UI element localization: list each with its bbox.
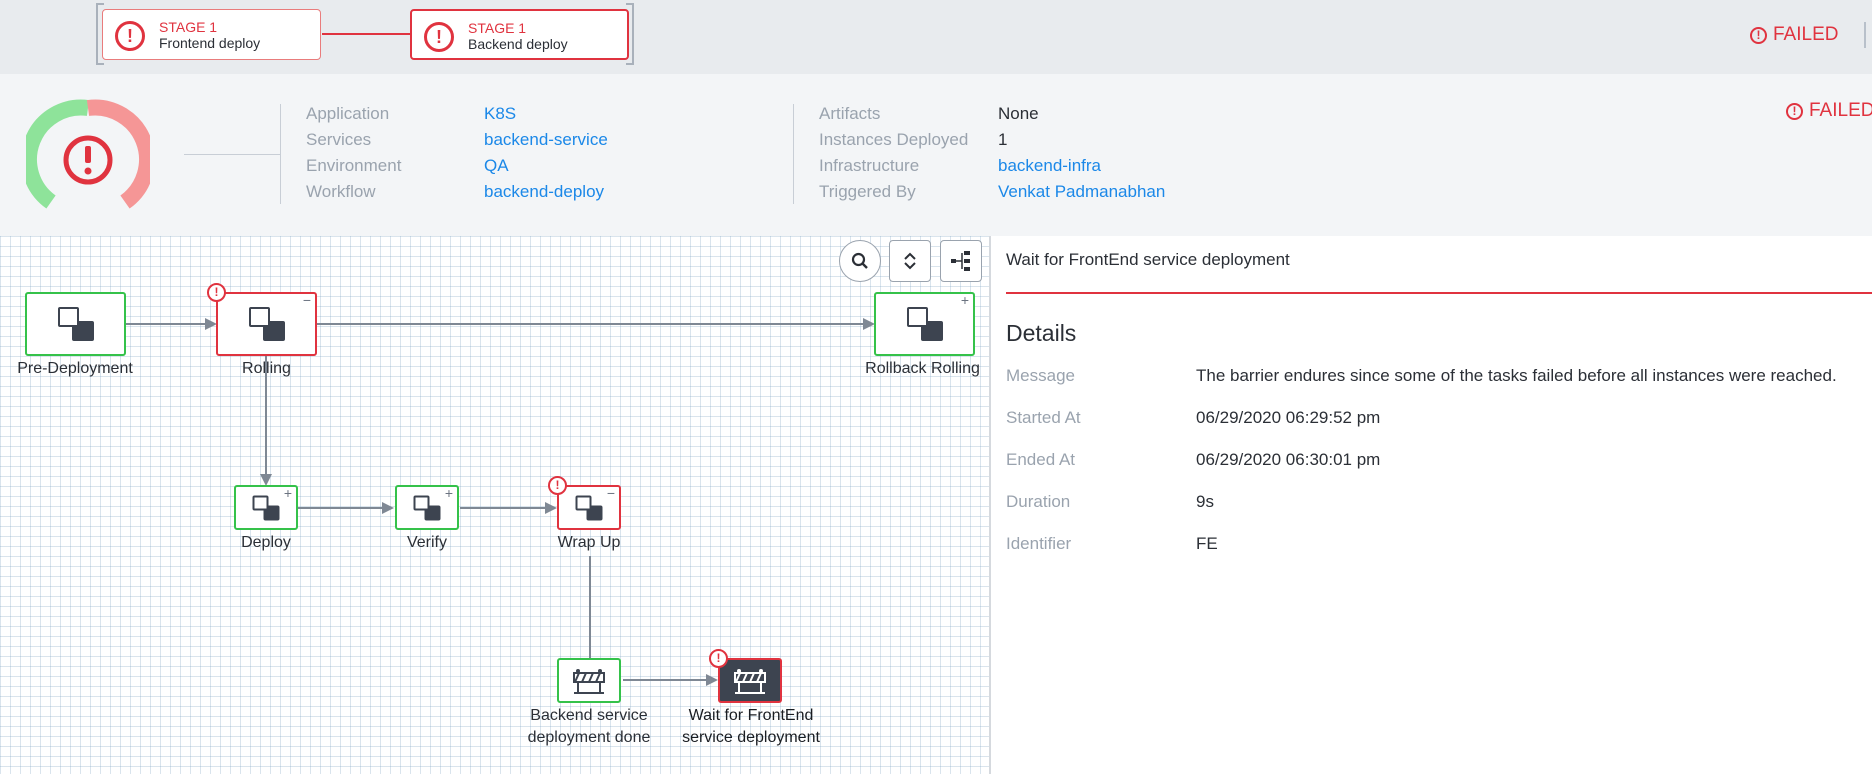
stage-connector [322, 33, 410, 35]
node-wrap-up[interactable]: − [557, 485, 621, 530]
failed-icon: ! [115, 21, 145, 51]
stage-card-frontend-deploy[interactable]: ! STAGE 1 Frontend deploy [102, 9, 321, 60]
summary-key: Services [306, 130, 372, 149]
node-label: Wrap Up [557, 534, 621, 551]
instances-value: 1 [998, 130, 1008, 149]
stage-card-backend-deploy[interactable]: ! STAGE 1 Backend deploy [410, 9, 629, 60]
error-icon: ! [207, 283, 226, 302]
phase-icon [906, 307, 943, 341]
execution-summary: Application K8S Services backend-service… [0, 74, 1872, 236]
node-rollback-rolling[interactable]: + [874, 292, 975, 356]
expand-toggle[interactable]: + [283, 485, 292, 501]
summary-key: Instances Deployed [819, 130, 969, 149]
node-label: Pre-Deployment [17, 360, 133, 377]
phase-icon [413, 495, 441, 520]
node-label: Rolling [242, 360, 291, 377]
node-label-line: Wait for FrontEnd [688, 707, 814, 724]
summary-key: Artifacts [819, 104, 881, 123]
phase-icon [252, 495, 280, 520]
details-panel: Wait for FrontEnd service deployment Det… [993, 236, 1872, 774]
workflow-link[interactable]: backend-deploy [484, 182, 605, 201]
collapse-toggle[interactable]: − [302, 292, 311, 308]
tree-layout-button[interactable] [940, 240, 982, 282]
divider [280, 104, 281, 204]
detail-value: 06/29/2020 06:29:52 pm [1196, 408, 1381, 427]
phase-icon [248, 307, 285, 341]
node-label: Rollback Rolling [865, 360, 980, 377]
divider [793, 104, 794, 204]
node-wait-for-frontend[interactable] [718, 658, 782, 703]
summary-key: Infrastructure [819, 156, 920, 175]
status-rule [1006, 292, 1872, 294]
node-label: Wait for FrontEnd service deployment [667, 705, 835, 749]
details-heading: Details [1006, 320, 1077, 346]
error-icon: ! [548, 476, 567, 495]
service-link[interactable]: backend-service [484, 130, 608, 149]
detail-value: The barrier endures since some of the ta… [1196, 366, 1837, 385]
node-verify[interactable]: + [395, 485, 459, 530]
search-icon [851, 252, 868, 269]
barrier-icon [734, 668, 766, 694]
status-gauge [26, 99, 150, 209]
expand-collapse-button[interactable] [889, 240, 931, 282]
infrastructure-link[interactable]: backend-infra [998, 156, 1102, 175]
stage-bar: ! STAGE 1 Frontend deploy ! STAGE 1 Back… [0, 0, 1872, 74]
phase-icon [57, 307, 94, 341]
summary-status-text: FAILED [1809, 100, 1872, 121]
gauge-connector [184, 154, 280, 155]
artifacts-value: None [998, 104, 1039, 123]
summary-key: Environment [306, 156, 402, 175]
summary-key: Triggered By [819, 182, 916, 201]
failed-icon: ! [1786, 102, 1803, 120]
graph-edges [125, 318, 875, 686]
stage-group-bracket-left [96, 3, 104, 65]
node-rolling[interactable]: − [216, 292, 317, 356]
summary-key: Application [306, 104, 390, 123]
stage-label: STAGE 1 [468, 20, 527, 36]
summary-key: Workflow [306, 182, 376, 201]
collapse-toggle[interactable]: − [606, 485, 615, 501]
node-label: Verify [406, 534, 447, 551]
execution-status-text: FAILED [1773, 24, 1839, 45]
environment-link[interactable]: QA [484, 156, 509, 175]
node-label: Backend service deployment done [510, 705, 668, 749]
failed-icon: ! [424, 22, 454, 52]
stage-label: STAGE 1 [159, 19, 218, 35]
detail-key: Identifier [1006, 534, 1072, 553]
detail-key: Ended At [1006, 450, 1076, 469]
stage-name: Frontend deploy [159, 35, 261, 51]
workflow-graph[interactable]: Pre-Deployment − ! Rolling + Rollback Ro… [0, 236, 991, 774]
error-icon: ! [709, 649, 728, 668]
execution-status: ! FAILED [1750, 24, 1838, 46]
summary-status: ! FAILED [1786, 100, 1872, 122]
tree-layout-icon [951, 251, 970, 271]
triggered-by-link[interactable]: Venkat Padmanabhan [998, 182, 1166, 201]
detail-key: Started At [1006, 408, 1081, 427]
node-deploy[interactable]: + [234, 485, 298, 530]
detail-value: 9s [1196, 492, 1214, 511]
expand-toggle[interactable]: + [444, 485, 453, 501]
node-pre-deployment[interactable] [25, 292, 126, 356]
stage-name: Backend deploy [468, 36, 568, 52]
failed-icon: ! [1750, 26, 1767, 44]
application-link[interactable]: K8S [484, 104, 517, 123]
node-label-line: Backend service [530, 707, 648, 724]
detail-value: 06/29/2020 06:30:01 pm [1196, 450, 1381, 469]
detail-key: Duration [1006, 492, 1071, 511]
divider [1864, 22, 1866, 48]
summary-row-application: Application [306, 104, 389, 124]
node-label-line: deployment done [527, 729, 651, 746]
node-label-line: service deployment [682, 729, 820, 746]
barrier-icon [573, 668, 605, 694]
expand-toggle[interactable]: + [960, 292, 969, 308]
expand-collapse-icon [904, 252, 916, 270]
graph-search-button[interactable] [839, 240, 881, 282]
stage-group-bracket-right [626, 3, 634, 65]
phase-icon [575, 495, 603, 520]
details-title: Wait for FrontEnd service deployment [1006, 250, 1290, 269]
node-label: Deploy [241, 534, 291, 551]
detail-value: FE [1196, 534, 1218, 553]
node-backend-service-deployment-done[interactable] [557, 658, 621, 703]
detail-key: Message [1006, 366, 1075, 385]
